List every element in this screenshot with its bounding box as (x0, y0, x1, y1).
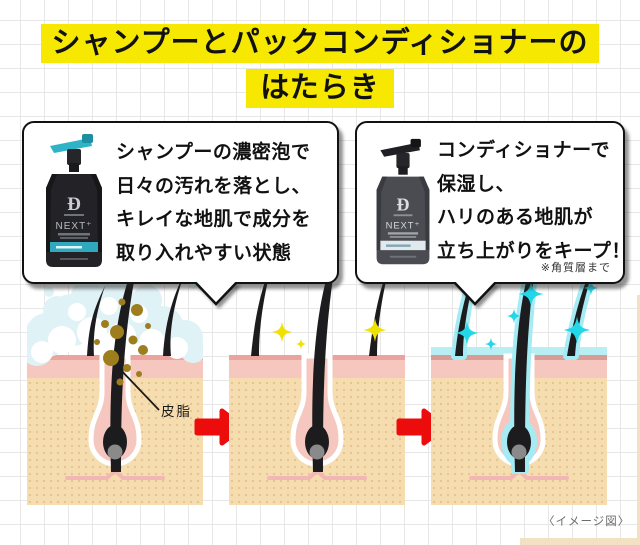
speech-bubble-tail (194, 281, 238, 306)
hair-papilla (511, 444, 527, 460)
sebum-label: 皮脂 (161, 404, 192, 419)
copy-line: コンディショナーで (437, 140, 611, 161)
hair-papilla (107, 444, 123, 460)
copy-line: 保湿し、 (437, 173, 516, 195)
stratum-corneum-note: ※角質層まで (540, 262, 611, 274)
hair-papilla (309, 444, 325, 460)
conditioner-copy: コンディショナーで 保湿し、 ハリのある地肌が 立ち上がりをキープ！ (437, 134, 631, 268)
bottle-name: NEXT⁺ (56, 221, 93, 232)
page-title: シャンプーとパックコンディショナーの はたらき (0, 24, 640, 108)
bottle-name: NEXT⁺ (386, 219, 421, 230)
diagram-shampoo-step (27, 248, 203, 505)
pump-collar (396, 153, 410, 169)
diagram-clean-step (229, 242, 405, 505)
pump-collar (67, 149, 81, 165)
pump-head (50, 138, 92, 153)
bottle-logo: Ð (67, 194, 81, 215)
title-line-2: はたらき (246, 69, 394, 108)
copy-line: 立ち上がりをキープ！ (437, 240, 631, 262)
shampoo-bottle-illustration: Ð NEXT⁺ (46, 134, 102, 267)
speech-bubble-tail (453, 281, 497, 306)
title-line-1: シャンプーとパックコンディショナーの (41, 24, 599, 63)
copy-line: 取り入れやすい状態 (116, 242, 292, 264)
copy-line: 日々の汚れを落とし、 (116, 175, 312, 197)
image-disclaimer: 〈イメージ図〉 (543, 516, 631, 528)
diagram-conditioner-step (431, 240, 607, 505)
page-edge-right (637, 295, 640, 545)
sebum-pointer-line (116, 365, 160, 411)
conditioner-bottle-illustration: Ð NEXT⁺ (376, 138, 430, 265)
shampoo-copy: シャンプーの濃密泡で 日々の汚れを落とし、 キレイな地肌で成分を 取り入れやすい… (116, 136, 311, 270)
hair-strands (87, 248, 185, 472)
copy-line: キレイな地肌で成分を (116, 209, 312, 230)
sebum-dots (94, 298, 151, 386)
speech-bubble-shampoo: Ð NEXT⁺ シャンプーの濃密泡で 日々の汚れを落とし、 キレイな地肌で成分を… (22, 121, 339, 284)
pump-head (380, 142, 420, 157)
sparkle-icons-cyan (455, 280, 599, 351)
sparkle-icons-yellow (271, 318, 387, 350)
page-edge-bottom (520, 538, 640, 545)
copy-line: シャンプーの濃密泡で (116, 142, 311, 163)
speech-bubble-conditioner: Ð NEXT⁺ コンディショナーで 保湿し、 ハリのある地肌が 立ち上がりをキー… (355, 121, 630, 284)
bottle-logo: Ð (397, 195, 410, 215)
copy-line: ハリのある地肌が (437, 207, 594, 228)
